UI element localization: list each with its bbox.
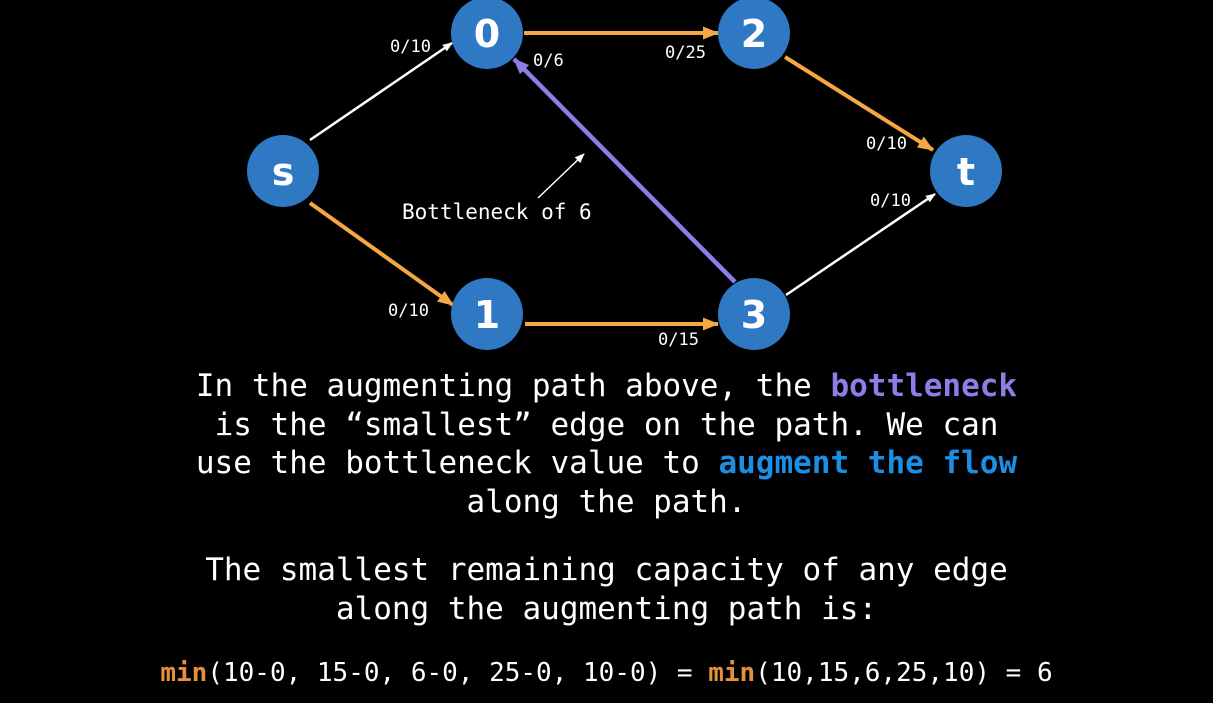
- node-t: t: [930, 135, 1002, 207]
- min-function-1: min: [160, 658, 208, 688]
- node-label-1: 1: [474, 293, 500, 337]
- capacity-text-1: The smallest remaining capacity of any e…: [205, 552, 1008, 588]
- node-0: 0: [451, 0, 523, 69]
- explanation-paragraph: In the augmenting path above, the bottle…: [0, 367, 1213, 521]
- min-function-2: min: [708, 658, 756, 688]
- edge-label-s-0: 0/10: [390, 37, 431, 57]
- capacity-paragraph: The smallest remaining capacity of any e…: [0, 551, 1213, 628]
- explanation-text-3: use the bottleneck value to: [195, 445, 719, 481]
- bottleneck-highlight: bottleneck: [830, 368, 1018, 404]
- node-label-s: s: [272, 150, 295, 194]
- node-s: s: [247, 135, 319, 207]
- node-3: 3: [718, 278, 790, 350]
- capacity-text-2: along the augmenting path is:: [335, 590, 878, 627]
- explanation-text-2: is the “smallest” edge on the path. We c…: [214, 406, 999, 443]
- edge-s-0: [309, 41, 453, 142]
- edge-label-s-1: 0/10: [388, 301, 429, 321]
- explanation-text-4: along the path.: [466, 483, 747, 520]
- edge-3-0: [512, 57, 737, 284]
- bottleneck-annotation: Bottleneck of 6: [402, 200, 592, 224]
- node-label-t: t: [957, 150, 975, 194]
- edge-label-1-3: 0/15: [658, 330, 699, 350]
- edge-label-3-0: 0/6: [533, 51, 564, 71]
- min-args-2: (10,15,6,25,10) = 6: [755, 658, 1053, 688]
- node-1: 1: [451, 278, 523, 350]
- explanation-text-1: In the augmenting path above, the: [195, 368, 831, 404]
- edge-label-0-2: 0/25: [665, 43, 706, 63]
- node-2: 2: [718, 0, 790, 69]
- flow-graph: 0/10 0/10 0/25 0/6 0/15 0/10 0/10 Bottle…: [247, 0, 1002, 350]
- edge-label-2-t: 0/10: [866, 134, 907, 154]
- edge-2-t: [783, 55, 935, 152]
- node-label-0: 0: [474, 12, 500, 56]
- edge-label-3-t: 0/10: [870, 191, 911, 211]
- node-label-3: 3: [741, 293, 767, 337]
- edge-s-1: [308, 201, 455, 307]
- edge-3-t: [785, 192, 936, 297]
- node-label-2: 2: [741, 12, 767, 56]
- augment-flow-highlight: augment the flow: [718, 445, 1018, 481]
- min-formula: min(10-0, 15-0, 6-0, 25-0, 10-0) = min(1…: [0, 656, 1213, 690]
- min-args-1: (10-0, 15-0, 6-0, 25-0, 10-0) =: [207, 658, 709, 688]
- bottleneck-pointer-arrow: [537, 153, 585, 199]
